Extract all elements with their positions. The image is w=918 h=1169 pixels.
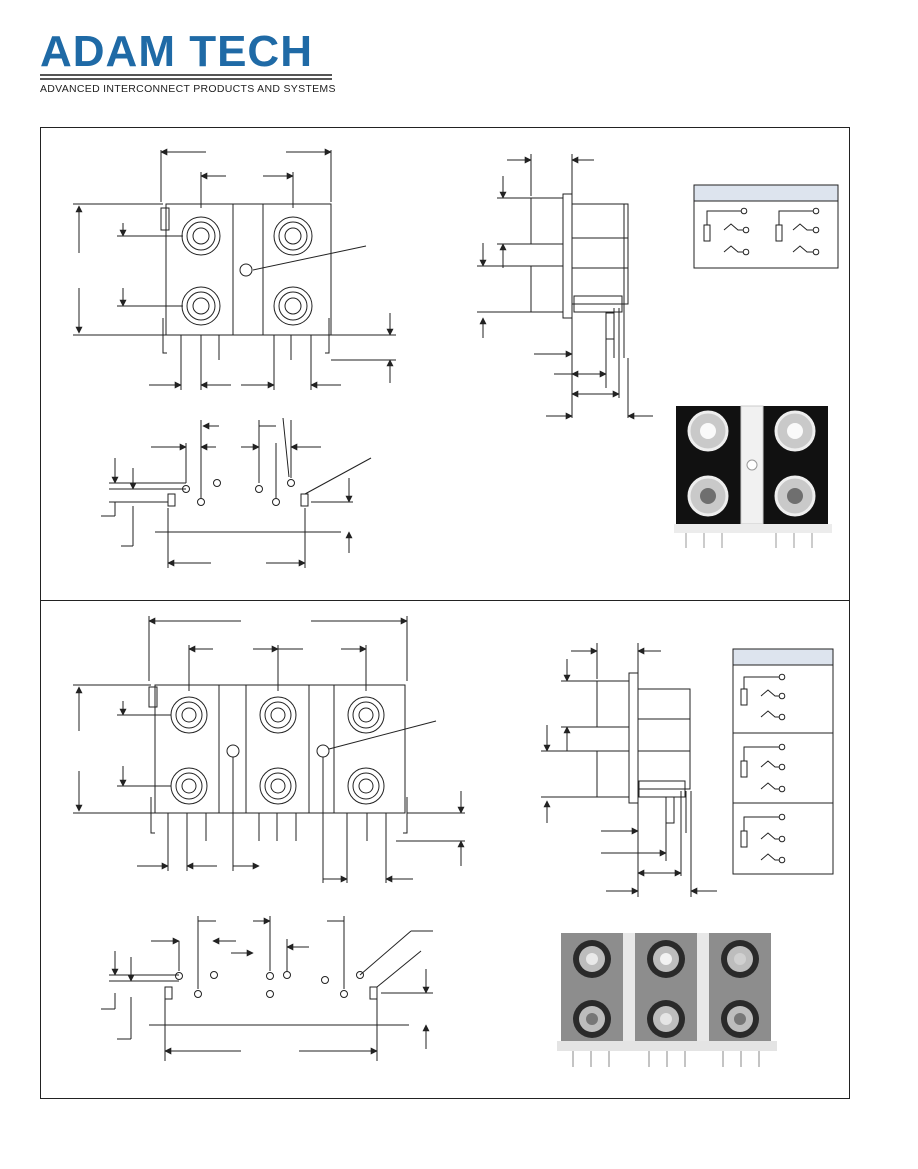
- rca-jack-icon: [273, 216, 313, 256]
- technical-drawing-2x2: [73, 148, 839, 568]
- product-photo: [551, 931, 783, 1071]
- side-view: [541, 643, 717, 897]
- pcb-layout-view: [101, 916, 433, 1061]
- drawing-panel-top: [40, 127, 850, 601]
- rca-jack-icon: [259, 767, 297, 805]
- brand-logo: ADAM TECH: [40, 30, 340, 100]
- side-view: [477, 154, 653, 420]
- switch-contact-icon: [775, 207, 820, 256]
- brand-name: ADAM TECH: [40, 27, 313, 76]
- rca-jack-icon: [181, 286, 221, 326]
- logo-rule: [40, 74, 332, 76]
- brand-tagline: ADVANCED INTERCONNECT PRODUCTS AND SYSTE…: [40, 83, 336, 95]
- rca-jack-icon: [170, 767, 208, 805]
- schematic-box: [693, 184, 839, 269]
- product-photo: [674, 405, 832, 548]
- rca-jack-icon: [273, 286, 313, 326]
- rca-jack-icon: [170, 696, 208, 734]
- switch-contact-icon: [740, 673, 786, 721]
- technical-drawing-3x2: [73, 616, 834, 1061]
- switch-contact-icon: [740, 813, 786, 864]
- logo-rule: [40, 78, 332, 80]
- rca-jack-icon: [181, 216, 221, 256]
- rca-jack-icon: [347, 767, 385, 805]
- schematic-box: [732, 648, 834, 875]
- pcb-layout-view: [101, 417, 372, 568]
- switch-contact-icon: [740, 743, 786, 793]
- front-view: [73, 148, 396, 390]
- rca-jack-icon: [259, 696, 297, 734]
- drawing-panel-bottom: [40, 600, 850, 1099]
- switch-contact-icon: [703, 207, 750, 256]
- front-view: [73, 616, 465, 883]
- rca-jack-icon: [347, 696, 385, 734]
